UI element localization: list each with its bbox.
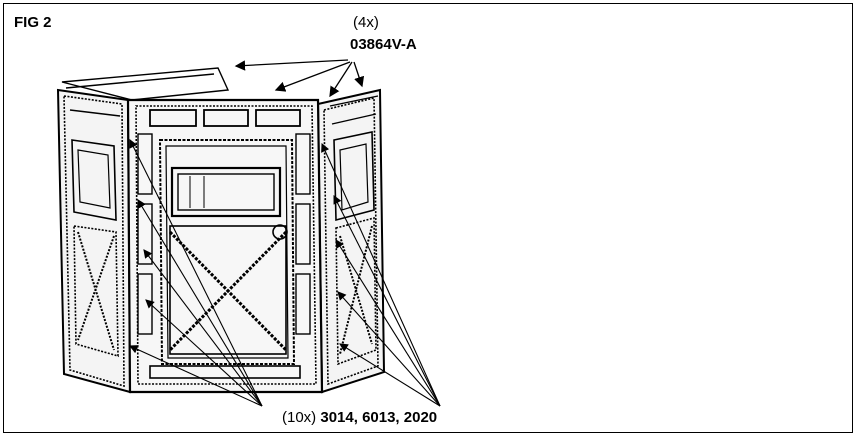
bottom-callout-part-numbers: 3014, 6013, 2020 [320, 409, 438, 426]
left-panel [56, 88, 132, 394]
top-callout-arrows [234, 59, 365, 98]
front-panel [126, 98, 324, 394]
bottom-callout-quantity: (10x) [282, 409, 317, 426]
figure-label: FIG 2 [14, 14, 52, 31]
bottom-callout: (10x) 3014, 6013, 2020 [282, 409, 437, 426]
top-callout-part-number: 03864V-A [350, 36, 417, 53]
back-panel [61, 67, 230, 101]
top-callout-quantity: (4x) [353, 14, 379, 31]
bottom-callout-arrows [128, 139, 441, 407]
right-panel [316, 88, 386, 394]
figure-frame [3, 3, 853, 433]
